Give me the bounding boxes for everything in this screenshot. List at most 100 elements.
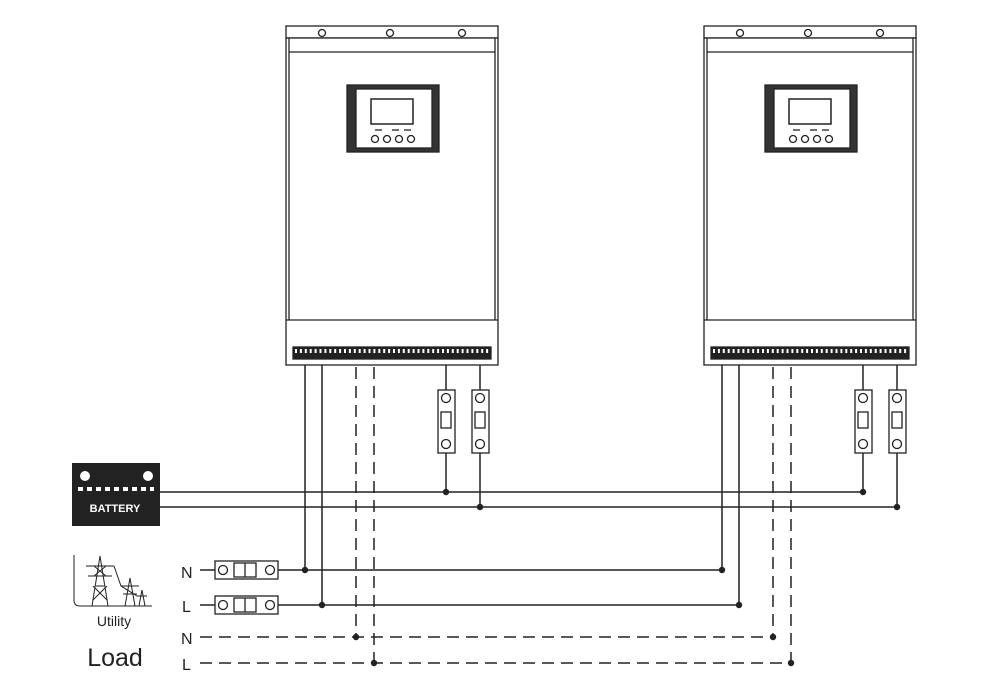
terminal-tooth [806,349,809,353]
terminal-tooth [840,349,843,353]
terminal-tooth [727,349,730,353]
utility-n-label: N [181,565,193,582]
dashed-wires [200,367,792,664]
utility-pylon-icon [73,555,152,607]
terminal-tooth [481,349,484,353]
terminal-tooth [884,349,887,353]
load-n-label: N [181,631,193,648]
terminal-tooth [407,349,410,353]
junction-dots [301,488,901,667]
terminal-tooth [432,349,435,353]
terminal-tooth [471,349,474,353]
terminal-tooth [845,349,848,353]
load-l-label: L [182,657,191,674]
terminal-tooth [422,349,425,353]
terminal-tooth [786,349,789,353]
terminal-tooth [412,349,415,353]
terminal-tooth [402,349,405,353]
terminal-tooth [295,349,297,353]
terminal-tooth [835,349,838,353]
utility-l-label: L [182,599,191,616]
terminal-tooth [304,349,307,353]
terminal-tooth [791,349,794,353]
terminal-tooth [456,349,459,353]
terminal-tooth [874,349,877,353]
terminal-tooth [329,349,332,353]
terminal-tooth [825,349,828,353]
solid-wires [160,365,898,606]
terminal-tooth [344,349,346,353]
terminal-tooth [850,349,853,353]
terminal-tooth [442,349,444,353]
terminal-tooth [427,349,430,353]
terminal-tooth [899,349,902,353]
terminal-tooth [324,349,327,353]
terminal-tooth [348,349,351,353]
terminal-block-right [710,346,910,360]
terminal-tooth [815,349,818,353]
terminal-tooth [368,349,371,353]
terminal-tooth [466,349,469,353]
terminal-tooth [747,349,750,353]
dc-breaker-left-2 [471,389,490,454]
terminal-tooth [353,349,356,353]
terminal-tooth [776,349,779,353]
ac-breaker-n [214,560,279,580]
terminal-tooth [860,349,862,353]
terminal-tooth [732,349,735,353]
terminal-tooth [801,349,804,353]
terminal-tooth [855,349,858,353]
terminal-tooth [894,349,897,353]
terminal-tooth [757,349,760,353]
terminal-tooth [373,349,376,353]
terminal-tooth [451,349,454,353]
dc-breaker-left-1 [437,389,456,454]
terminal-tooth [796,349,799,353]
terminal-block-left [292,346,492,360]
terminal-tooth [864,349,867,353]
terminal-tooth [869,349,872,353]
terminal-tooth [904,349,907,353]
terminal-tooth [476,349,479,353]
inverter-left [285,25,499,366]
terminal-tooth [771,349,774,353]
terminal-tooth [397,349,400,353]
lcd-panel-left [346,84,440,153]
terminal-tooth [722,349,725,353]
terminal-tooth [752,349,755,353]
dc-breaker-right-1 [854,389,873,454]
terminal-tooth [334,349,337,353]
terminal-tooth [363,349,366,353]
ac-breaker-l [214,595,279,615]
terminal-tooth [713,349,715,353]
terminal-tooth [358,349,361,353]
dc-breaker-right-2 [888,389,907,454]
terminal-tooth [717,349,720,353]
terminal-tooth [383,349,386,353]
terminal-tooth [437,349,440,353]
terminal-tooth [388,349,391,353]
terminal-tooth [314,349,317,353]
terminal-tooth [309,349,312,353]
battery-label: BATTERY [90,503,141,515]
terminal-tooth [811,349,813,353]
terminal-tooth [446,349,449,353]
load-label: Load [87,644,143,672]
lcd-panel-right [764,84,858,153]
battery-icon: BATTERY [72,463,160,526]
terminal-tooth [393,349,395,353]
terminal-tooth [742,349,745,353]
inverter-right [703,25,917,366]
terminal-tooth [762,349,764,353]
terminal-tooth [417,349,420,353]
terminal-tooth [781,349,784,353]
terminal-tooth [879,349,882,353]
terminal-tooth [737,349,740,353]
terminal-tooth [486,349,489,353]
terminal-tooth [319,349,322,353]
terminal-tooth [766,349,769,353]
terminal-tooth [889,349,892,353]
terminal-tooth [378,349,381,353]
terminal-tooth [830,349,833,353]
